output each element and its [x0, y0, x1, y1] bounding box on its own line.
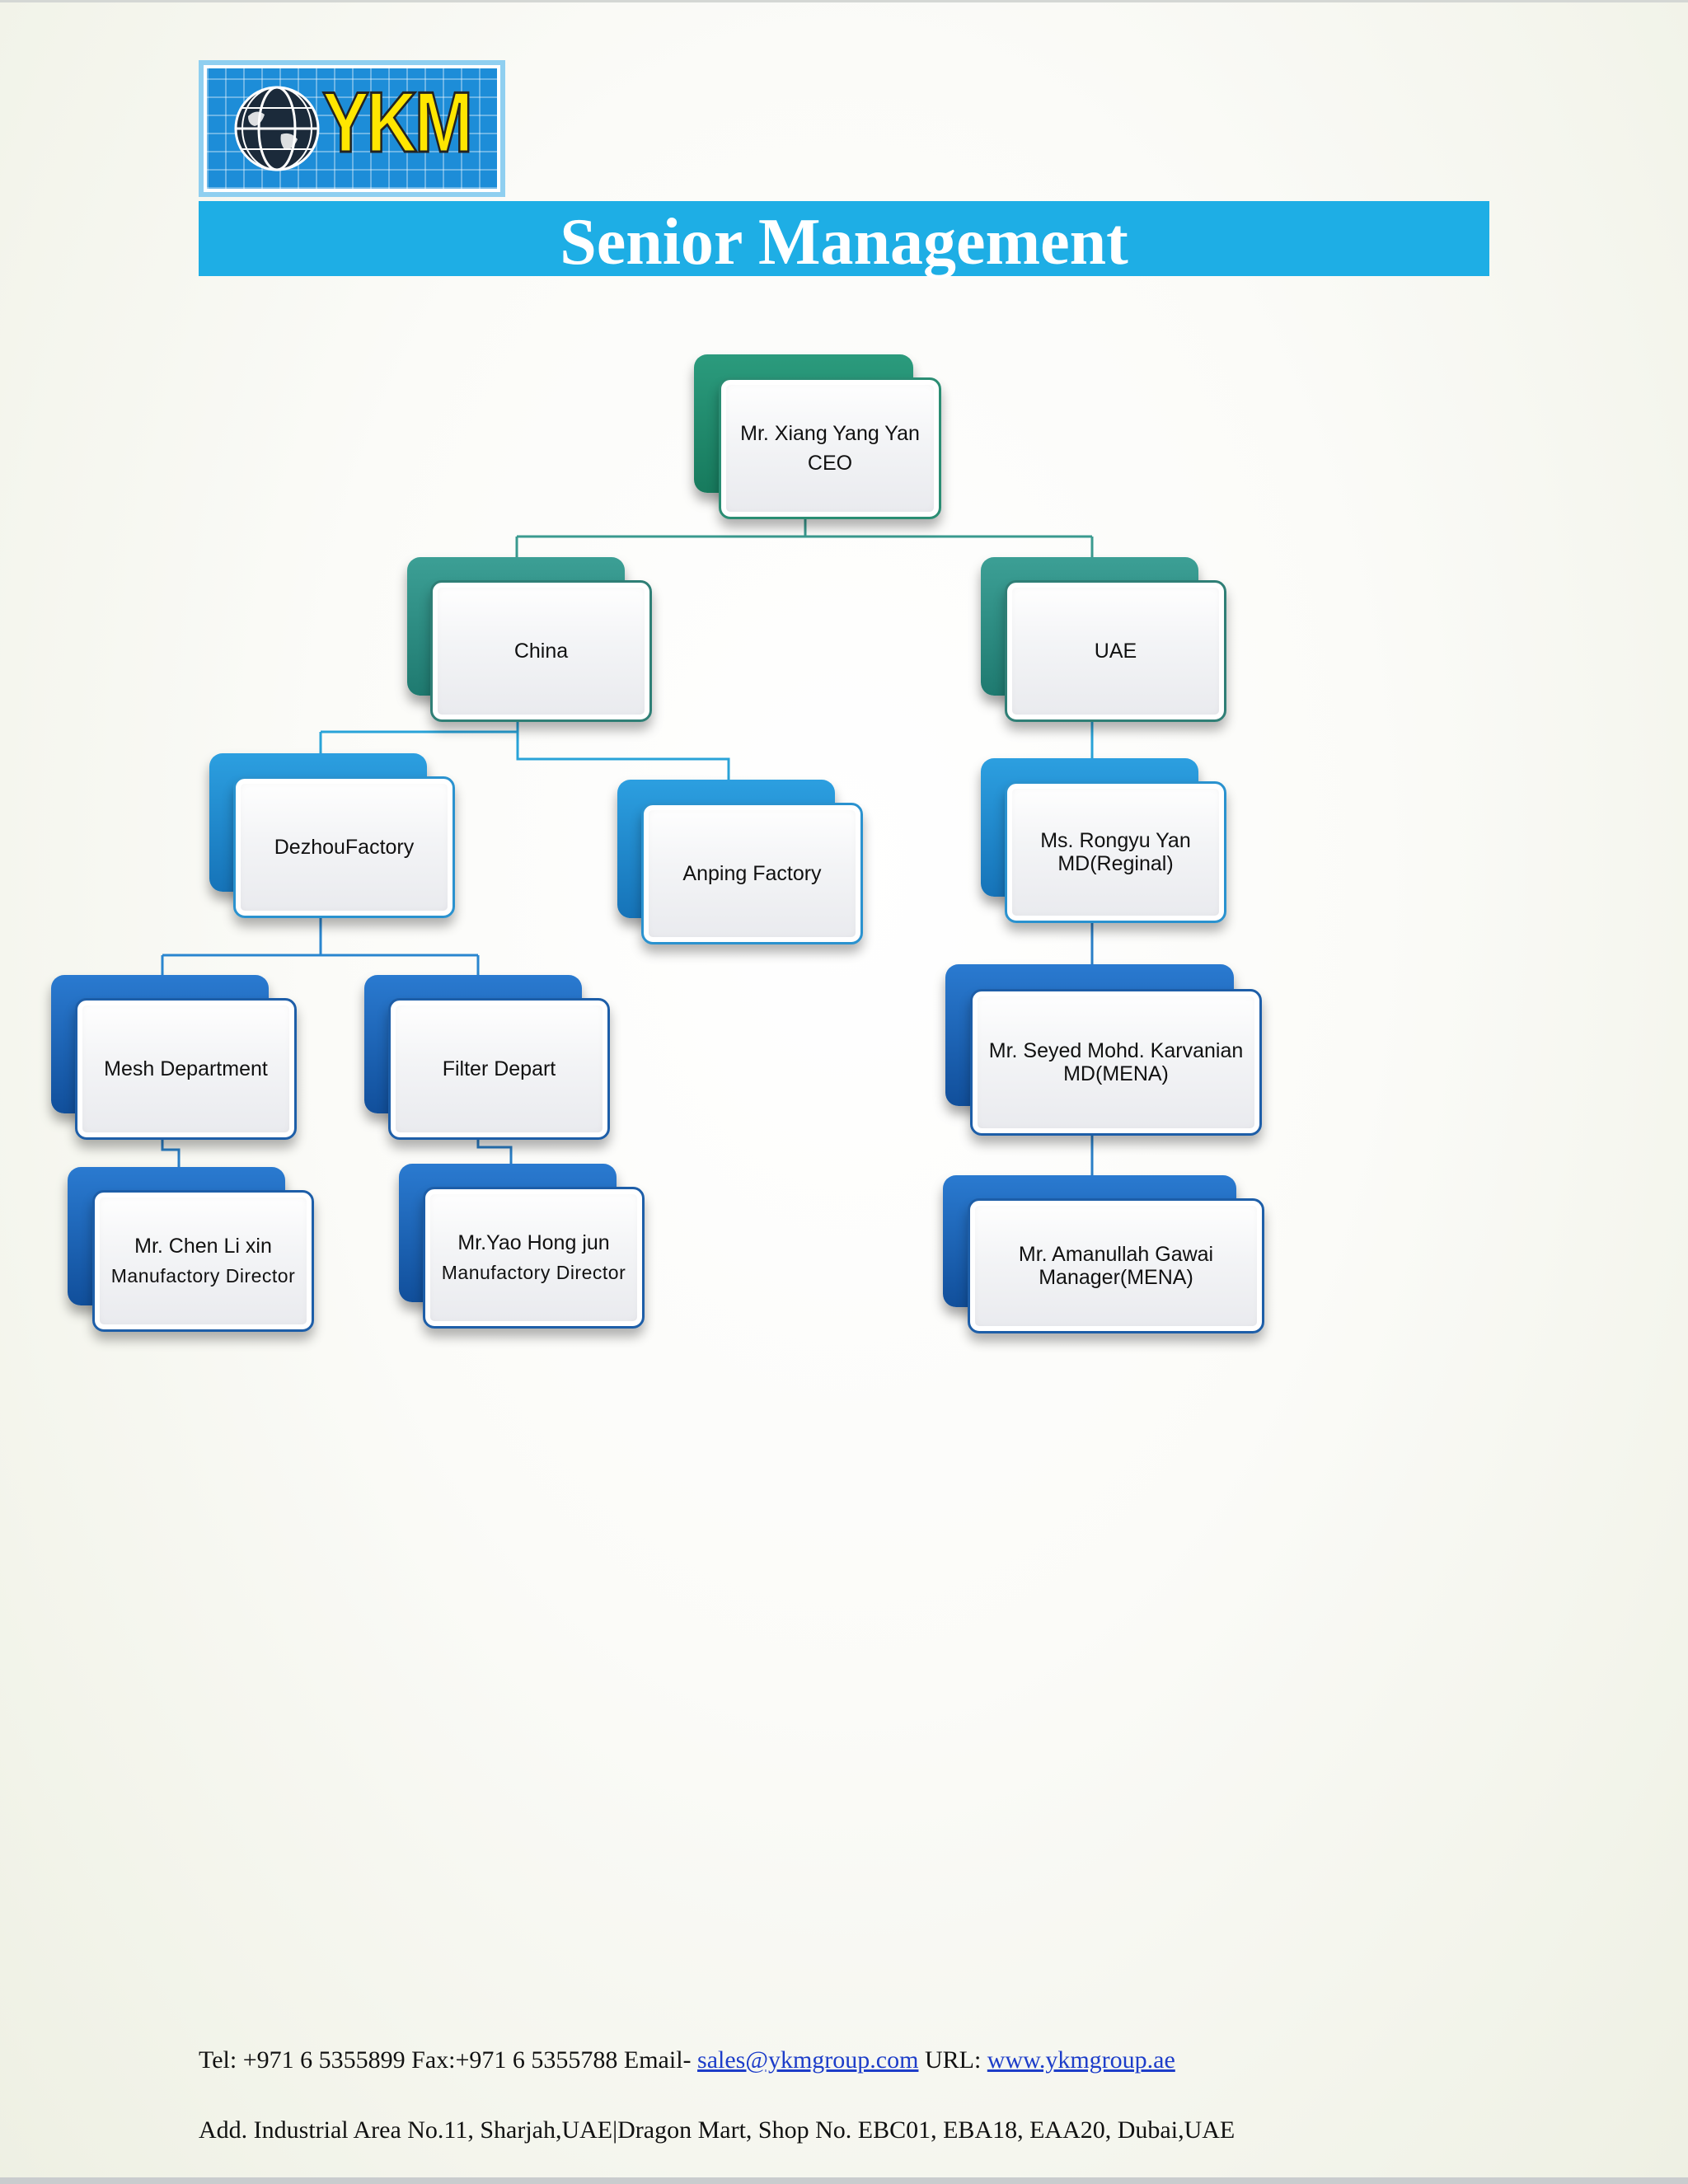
- bottom-rule: [0, 2177, 1688, 2184]
- node-yao-hong-jun: Mr.Yao Hong jun Manufactory Director: [399, 1164, 645, 1329]
- anping-label: Anping Factory: [682, 862, 822, 885]
- logo-wordmark: YKM: [321, 75, 474, 171]
- chen-name: Mr. Chen Li xin: [134, 1235, 272, 1258]
- node-amanullah-gawai: Mr. Amanullah Gawai Manager(MENA): [943, 1175, 1264, 1333]
- connector-china: [319, 721, 730, 783]
- yao-title: Manufactory Director: [441, 1262, 626, 1284]
- rongyu-name: Ms. Rongyu Yan: [1040, 829, 1191, 852]
- connector-ceo: [515, 519, 1094, 560]
- footer-url-label: URL:: [918, 2046, 987, 2074]
- rongyu-title: MD(Reginal): [1057, 852, 1174, 875]
- title-bar: Senior Management: [199, 201, 1489, 276]
- chen-title: Manufactory Director: [110, 1265, 296, 1287]
- top-rule: [0, 0, 1688, 2]
- node-filter-depart: Filter Depart: [364, 975, 610, 1140]
- mesh-label: Mesh Department: [104, 1057, 268, 1080]
- node-dezhou-factory: DezhouFactory: [209, 753, 455, 918]
- footer-tel-fax: Tel: +971 6 5355899 Fax:+971 6 5355788 E…: [199, 2046, 698, 2074]
- uae-label: UAE: [1094, 640, 1137, 663]
- node-mesh-department: Mesh Department: [51, 975, 297, 1140]
- page-title: Senior Management: [560, 205, 1128, 279]
- footer-website-link[interactable]: www.ykmgroup.ae: [987, 2046, 1175, 2074]
- seyed-title: MD(MENA): [1063, 1062, 1169, 1085]
- footer-address: Add. Industrial Area No.11, Sharjah,UAE|…: [199, 2116, 1236, 2144]
- globe-icon: [234, 86, 320, 171]
- filter-label: Filter Depart: [442, 1057, 556, 1080]
- node-anping-factory: Anping Factory: [617, 780, 863, 944]
- connector-dezhou: [161, 917, 480, 979]
- ceo-title: CEO: [807, 452, 853, 475]
- ceo-name: Mr. Xiang Yang Yan: [740, 422, 920, 445]
- node-uae: UAE: [981, 557, 1226, 722]
- seyed-name: Mr. Seyed Mohd. Karvanian: [988, 1039, 1244, 1062]
- node-china: China: [407, 557, 652, 722]
- node-seyed-karvanian: Mr. Seyed Mohd. Karvanian MD(MENA): [945, 964, 1262, 1136]
- connector-filter: [476, 1139, 513, 1167]
- company-logo: YKM: [199, 60, 505, 197]
- amanullah-name: Mr. Amanullah Gawai: [1018, 1243, 1214, 1266]
- connector-mesh: [161, 1139, 181, 1169]
- footer-contact: Tel: +971 6 5355899 Fax:+971 6 5355788 E…: [199, 2046, 1175, 2074]
- node-rongyu-yan: Ms. Rongyu Yan MD(Reginal): [981, 758, 1226, 923]
- yao-name: Mr.Yao Hong jun: [457, 1231, 610, 1255]
- node-chen-li-xin: Mr. Chen Li xin Manufactory Director: [68, 1167, 314, 1332]
- footer-email-link[interactable]: sales@ykmgroup.com: [697, 2046, 919, 2074]
- dezhou-label: DezhouFactory: [274, 836, 415, 859]
- china-label: China: [513, 640, 569, 663]
- amanullah-title: Manager(MENA): [1039, 1266, 1193, 1289]
- node-ceo: Mr. Xiang Yang Yan CEO: [694, 354, 941, 519]
